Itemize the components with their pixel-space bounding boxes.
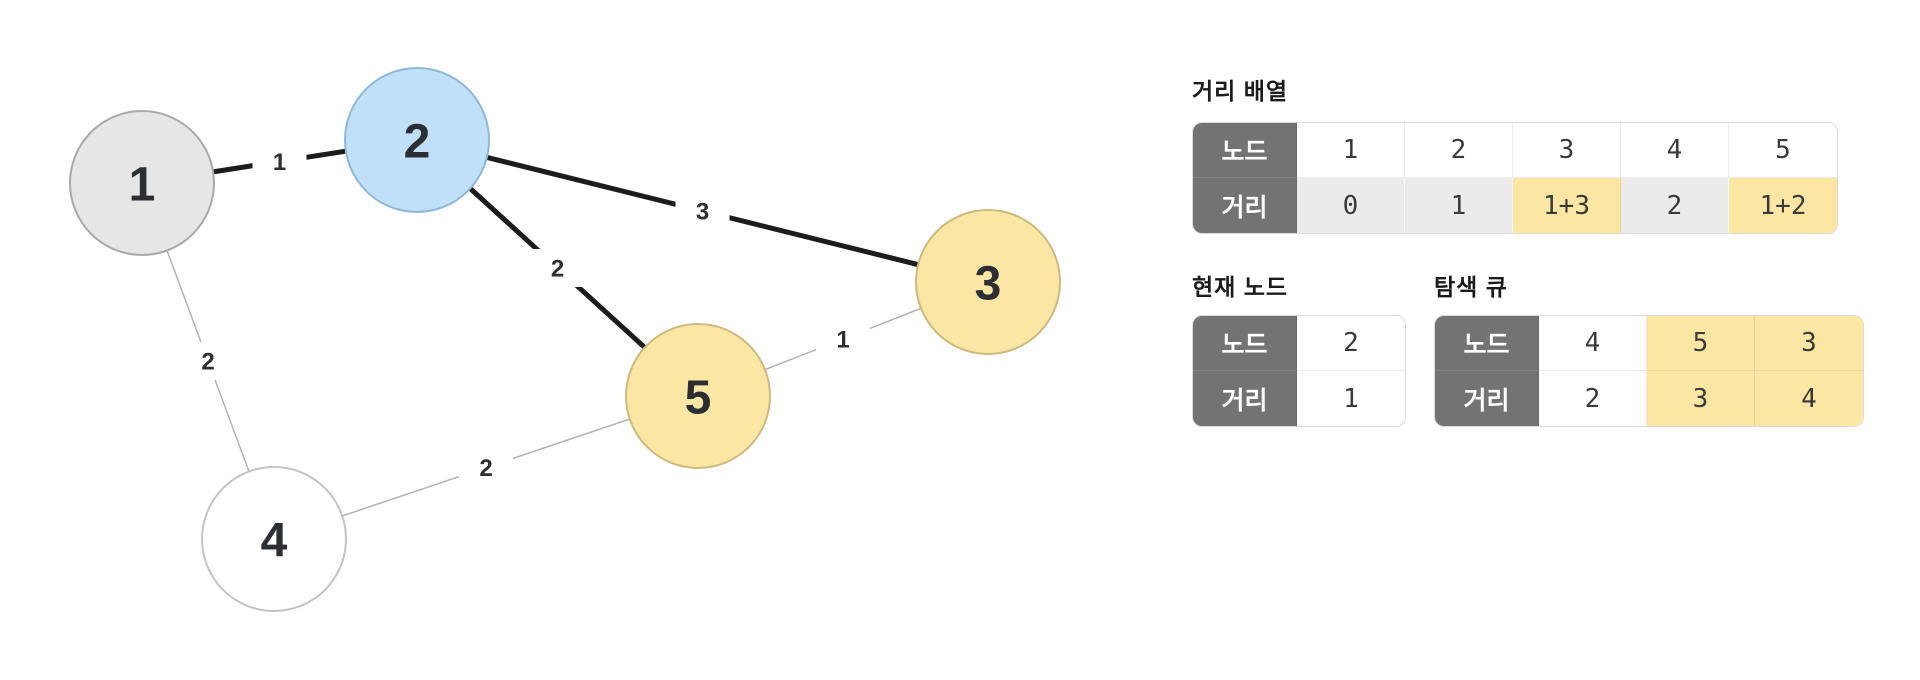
value-cell: 4 [1621, 123, 1729, 178]
edge-weight-label-5-3: 1 [836, 327, 849, 354]
value-cell: 4 [1539, 316, 1647, 371]
row-header-cell: 거리 [1193, 371, 1297, 426]
row-header-cell: 노드 [1193, 123, 1297, 178]
edge-weight-label-bg-4-5 [459, 448, 513, 487]
graph-node-4 [201, 466, 347, 612]
value-cell: 1+2 [1729, 178, 1837, 233]
value-cell: 0 [1297, 178, 1405, 233]
value-cell: 3 [1513, 123, 1621, 178]
node-number-label-1: 1 [129, 159, 156, 212]
node-number-label-4: 4 [261, 515, 288, 568]
current-node-table-title: 현재 노드 [1192, 274, 1289, 300]
value-cell: 2 [1297, 316, 1405, 371]
edge-weight-label-bg-2-3 [675, 192, 730, 230]
value-cell: 1+3 [1513, 178, 1621, 233]
edge-weight-label-4-5: 2 [479, 455, 492, 482]
value-cell: 5 [1647, 316, 1755, 371]
value-cell: 3 [1755, 316, 1863, 371]
queue-table-title: 탐색 큐 [1434, 274, 1508, 300]
edge-weight-label-1-2: 1 [273, 149, 286, 176]
distance-table-title: 거리 배열 [1192, 78, 1289, 104]
value-cell: 1 [1297, 371, 1405, 426]
edge-weight-label-2-3: 3 [696, 199, 709, 226]
edge-weight-label-bg-2-5 [530, 249, 585, 287]
value-cell: 2 [1539, 371, 1647, 426]
row-header-cell: 노드 [1193, 316, 1297, 371]
graph-node-1 [69, 110, 215, 256]
row-header-cell: 거리 [1435, 371, 1539, 426]
graph-node-5 [625, 323, 771, 469]
graph-node-2 [344, 67, 490, 213]
edge-weight-label-bg-1-2 [252, 142, 307, 181]
edge-weight-label-2-5: 2 [551, 256, 564, 283]
value-cell: 2 [1621, 178, 1729, 233]
node-number-label-3: 3 [975, 258, 1002, 311]
node-number-label-5: 5 [685, 372, 712, 425]
edge-weight-label-bg-5-3 [816, 320, 870, 358]
edge-weight-label-bg-1-4 [181, 342, 235, 380]
value-cell: 1 [1297, 123, 1405, 178]
value-cell: 3 [1647, 371, 1755, 426]
edge-weight-label-1-4: 2 [201, 349, 214, 376]
value-cell: 4 [1755, 371, 1863, 426]
graph-node-3 [915, 209, 1061, 355]
row-header-cell: 노드 [1435, 316, 1539, 371]
value-cell: 2 [1405, 123, 1513, 178]
node-number-label-2: 2 [404, 116, 431, 169]
graph-canvas: 1 3 2 2 2 1 1 2 3 4 5 [69, 67, 1061, 612]
row-header-cell: 거리 [1193, 178, 1297, 233]
value-cell: 5 [1729, 123, 1837, 178]
value-cell: 1 [1405, 178, 1513, 233]
